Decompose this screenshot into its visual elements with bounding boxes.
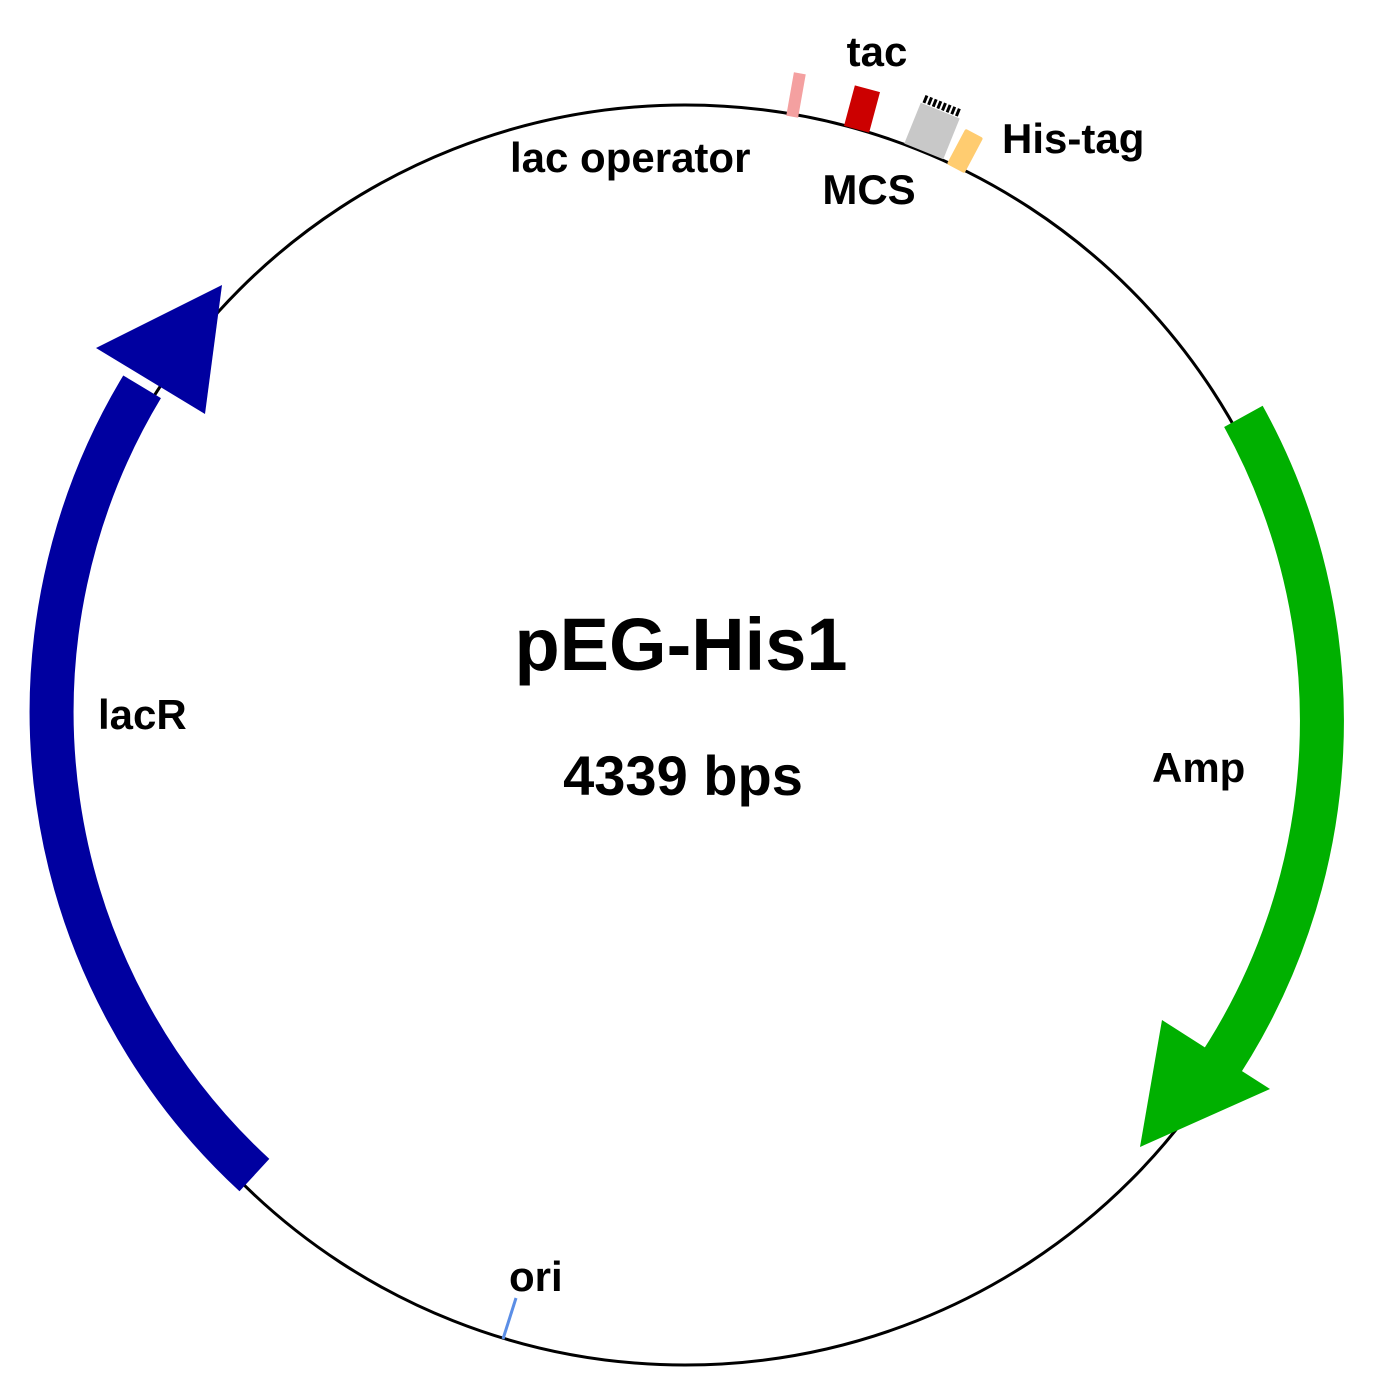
label-lacR: lacR (98, 691, 187, 738)
amp-arc (1193, 405, 1344, 1090)
tac-marker (844, 85, 880, 133)
label-his-tag: His-tag (1002, 115, 1144, 162)
ori-marker (501, 1297, 518, 1340)
label-tac: tac (847, 28, 908, 75)
mcs-marker (904, 94, 961, 160)
label-lac-operator: lac operator (510, 134, 750, 181)
label-amp: Amp (1152, 744, 1245, 791)
label-ori: ori (509, 1253, 563, 1300)
lacR-arrowhead (96, 285, 222, 414)
lacR-arc (29, 375, 270, 1192)
amp-arrowhead (1140, 1020, 1270, 1147)
plasmid-size: 4339 bps (563, 744, 803, 807)
label-mcs: MCS (822, 166, 915, 213)
plasmid-name: pEG-His1 (514, 603, 847, 686)
his-tag-marker (947, 129, 983, 173)
lac-operator-marker (786, 72, 806, 118)
